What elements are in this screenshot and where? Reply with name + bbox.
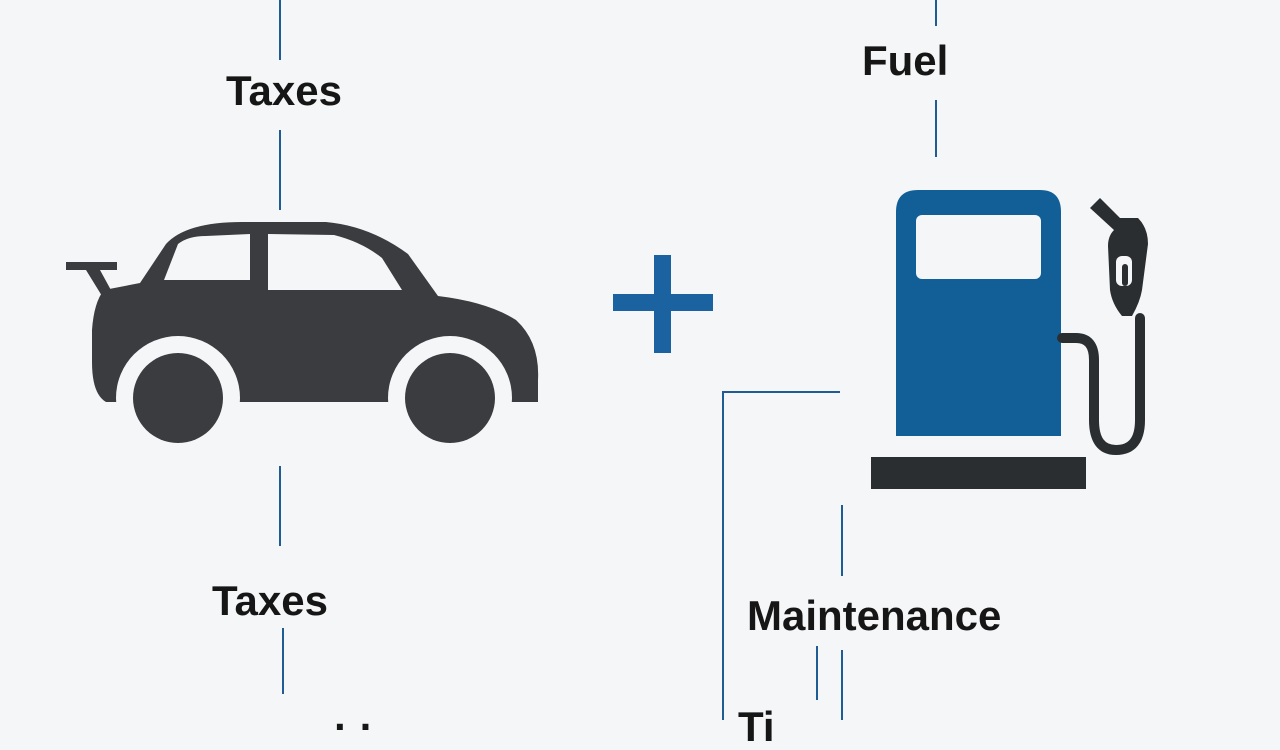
fuel-pump-icon xyxy=(871,190,1148,489)
plus-icon xyxy=(613,255,713,353)
car-window-rear xyxy=(268,234,402,290)
connector-elbow xyxy=(722,391,840,720)
connector-lines xyxy=(279,0,937,720)
plus-horizontal-bar xyxy=(613,294,713,311)
car-window-front xyxy=(164,234,250,280)
label-maintenance: Maintenance xyxy=(747,592,1002,639)
car-wheel-rear xyxy=(133,353,223,443)
label-fuel: Fuel xyxy=(862,37,949,84)
pump-display xyxy=(916,215,1041,279)
label-cut-off-left: · · xyxy=(334,703,374,750)
pump-nozzle-grip-inner xyxy=(1122,264,1128,286)
label-taxes-top: Taxes xyxy=(226,67,342,114)
label-taxes-bottom: Taxes xyxy=(212,577,328,624)
pump-hose xyxy=(1057,313,1145,456)
car-wheel-front xyxy=(405,353,495,443)
diagram-canvas xyxy=(66,0,1148,720)
car-icon xyxy=(66,222,539,460)
label-cut-off-right: Ti xyxy=(738,703,775,750)
pump-base xyxy=(871,457,1086,489)
car-spoiler xyxy=(66,262,117,296)
